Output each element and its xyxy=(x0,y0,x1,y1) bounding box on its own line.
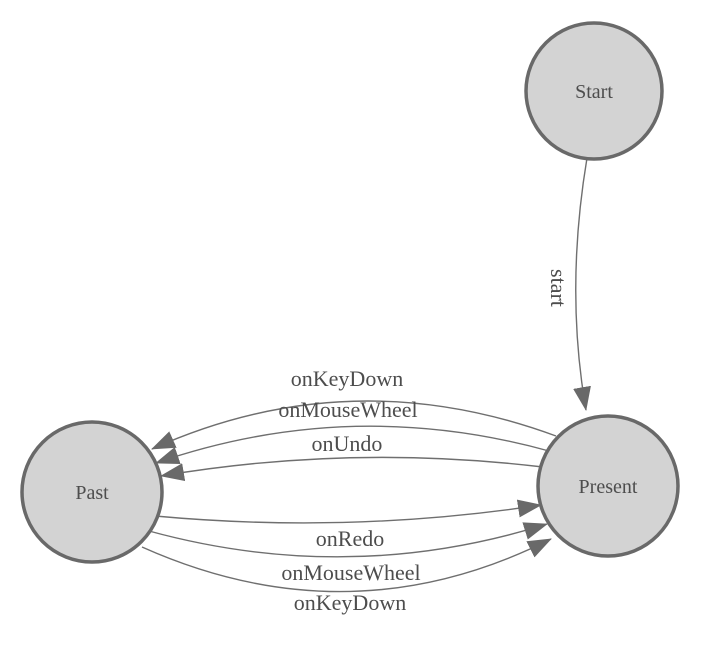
state-label-present: Present xyxy=(579,476,638,498)
edge-onkeydown-to-present xyxy=(141,538,552,593)
edge-label-onmousewheel-to-present: onMouseWheel xyxy=(281,560,420,585)
edge-label-onkeydown-to-past: onKeyDown xyxy=(291,366,403,391)
edge-onredo-to-present xyxy=(154,499,542,524)
state-circle-start xyxy=(524,21,664,161)
state-node-start: Start xyxy=(524,21,664,161)
edges-layer: start onKeyDown onMouseWheel onUndo onRedo on… xyxy=(141,157,591,615)
edge-onmousewheel-to-present xyxy=(148,522,548,558)
edge-onmousewheel-to-past xyxy=(155,425,550,465)
edge-onundo-to-past xyxy=(160,456,544,482)
edge-label-onredo-to-present: onRedo xyxy=(316,526,384,551)
state-label-past: Past xyxy=(75,482,109,504)
edge-label-onkeydown-to-present: onKeyDown xyxy=(294,590,406,615)
edge-label-onundo-to-past: onUndo xyxy=(312,431,383,456)
state-circle-past xyxy=(20,420,164,564)
state-label-start: Start xyxy=(575,81,613,103)
edge-label-onmousewheel-to-past: onMouseWheel xyxy=(278,397,417,422)
state-node-past: Past xyxy=(20,420,164,564)
edge-onkeydown-to-past xyxy=(151,400,557,450)
edge-start-to-present xyxy=(573,157,591,411)
state-node-present: Present xyxy=(536,414,680,558)
state-circle-present xyxy=(536,414,680,558)
edge-label-start-to-present: start xyxy=(546,269,571,307)
